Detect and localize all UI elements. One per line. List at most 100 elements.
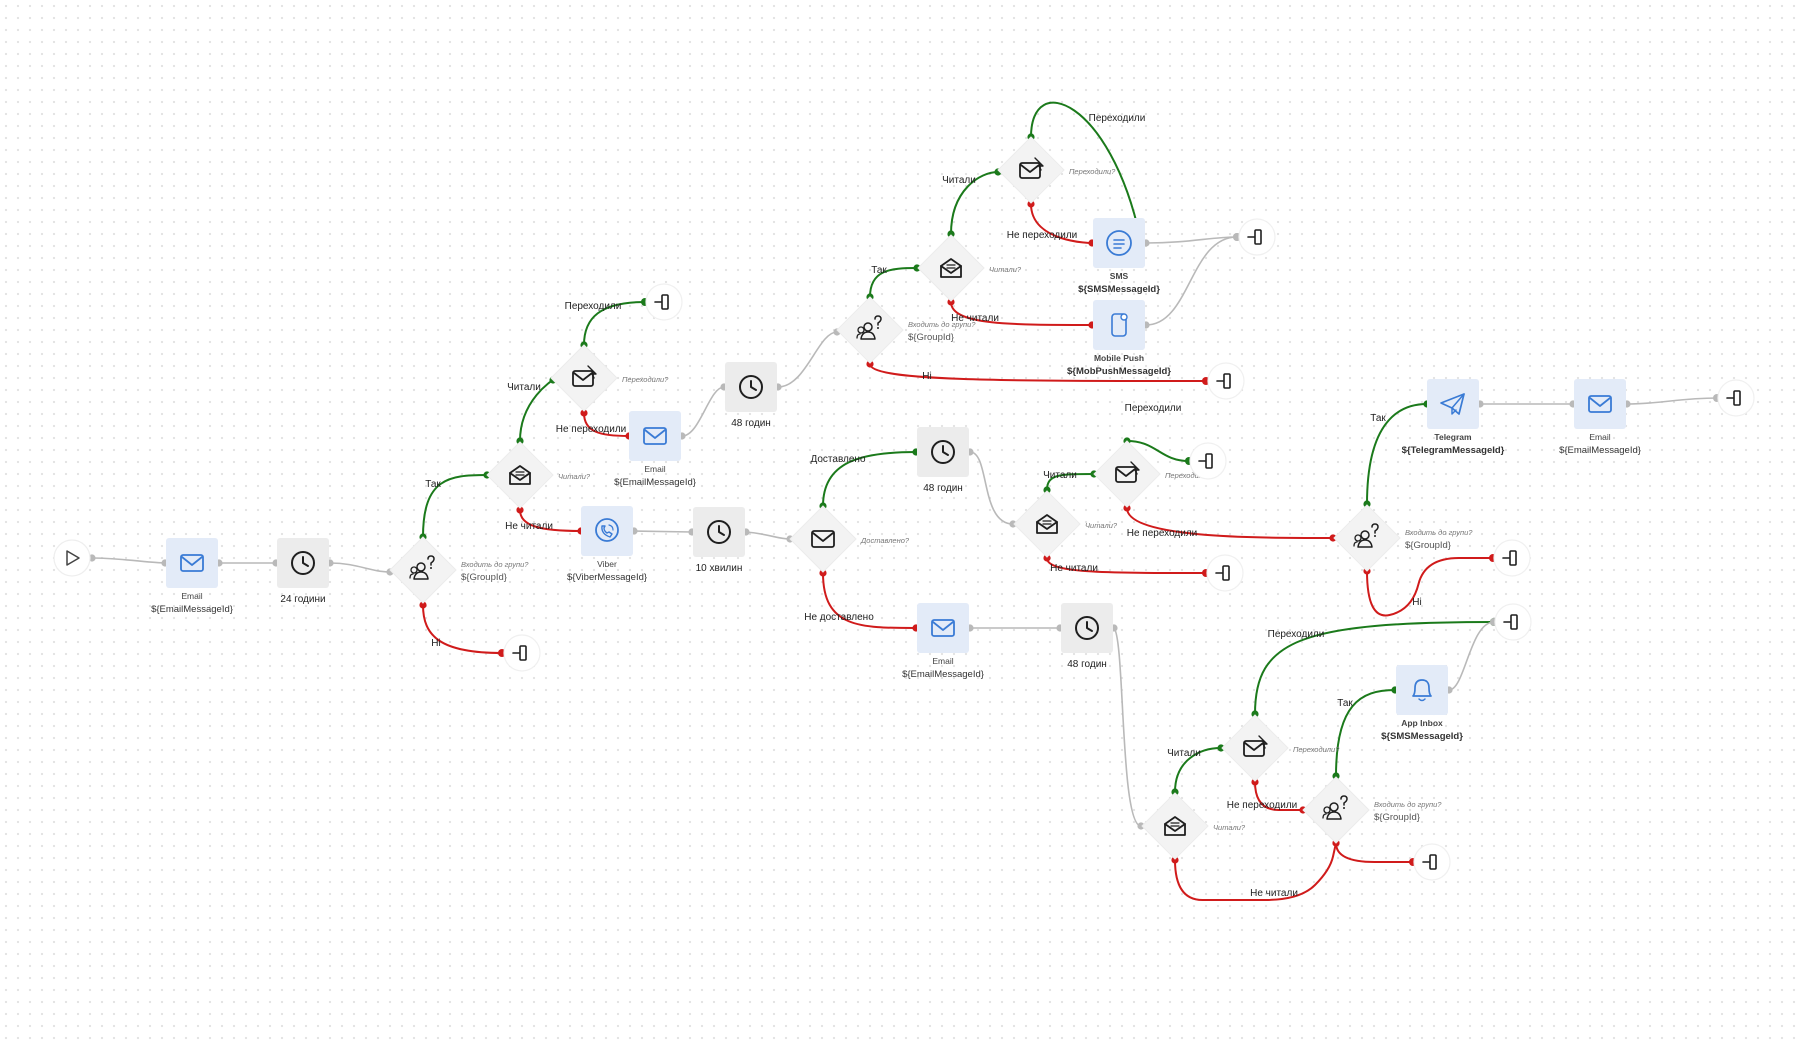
edge-w3-to-d1[interactable] [742, 528, 794, 543]
edge-w4-to-r3[interactable] [966, 448, 1017, 528]
node-channel-mp1[interactable]: Mobile Push${MobPushMessageId} [1067, 300, 1171, 377]
channel-node-box[interactable] [1396, 665, 1448, 715]
edge-start-port[interactable] [516, 437, 524, 445]
exit-node-circle[interactable] [1717, 379, 1755, 417]
edge-start-port[interactable] [947, 230, 955, 238]
node-wait-w1[interactable]: 24 години [277, 538, 329, 605]
edge-r2-to-c2[interactable] [947, 168, 1002, 238]
node-decision-r1[interactable]: Читали? [486, 441, 591, 509]
edge-end-port[interactable] [913, 264, 921, 272]
start-node-circle[interactable] [53, 539, 91, 577]
node-decision-d1[interactable]: Доставлено? [789, 505, 910, 573]
edge-start-port[interactable] [1123, 504, 1131, 512]
edge-end-port[interactable] [1217, 744, 1225, 752]
edge-r4-to-c4[interactable] [1171, 744, 1225, 796]
edge-g3-to-x7[interactable] [1363, 554, 1497, 617]
edge-e3-to-w5[interactable] [966, 624, 1064, 632]
node-wait-w3[interactable]: 10 хвилин [693, 507, 745, 574]
node-channel-tg1[interactable]: Telegram${TelegramMessageId} [1402, 379, 1505, 456]
node-decision-r2[interactable]: Читали? [917, 234, 1022, 302]
node-exit-x9[interactable] [1494, 603, 1532, 641]
decision-node-diamond[interactable] [789, 505, 857, 573]
edge-start-to-e1[interactable] [88, 554, 169, 567]
channel-node-box[interactable] [917, 603, 969, 653]
decision-node-diamond[interactable] [1093, 440, 1161, 508]
node-channel-e3[interactable]: Email${EmailMessageId} [902, 603, 984, 680]
edge-start-port[interactable] [947, 298, 955, 306]
exit-node-circle[interactable] [645, 283, 683, 321]
edge-start-port[interactable] [1171, 788, 1179, 796]
exit-node-circle[interactable] [503, 634, 541, 672]
edge-c3-to-g3[interactable] [1123, 504, 1337, 542]
node-decision-g1[interactable]: Входить до групи?${GroupId} [389, 536, 529, 604]
edge-e4-to-x8[interactable] [1623, 394, 1721, 408]
node-channel-sms1[interactable]: SMS${SMSMessageId} [1078, 218, 1160, 295]
node-decision-r4[interactable]: Читали? [1141, 792, 1246, 860]
channel-node-box[interactable] [1093, 218, 1145, 268]
exit-node-circle[interactable] [1207, 362, 1245, 400]
channel-node-box[interactable] [1093, 300, 1145, 350]
node-decision-c3[interactable]: Переходили? [1093, 440, 1212, 508]
edge-start-port[interactable] [1043, 554, 1051, 562]
edge-end-port[interactable] [1329, 534, 1337, 542]
edge-g2-to-r2[interactable] [866, 264, 921, 301]
channel-node-box[interactable] [581, 506, 633, 556]
edge-start-port[interactable] [1332, 772, 1340, 780]
node-exit-x3[interactable] [1238, 218, 1276, 256]
edge-g4-to-ai1[interactable] [1332, 686, 1399, 780]
node-channel-ai1[interactable]: App Inbox${SMSMessageId} [1381, 665, 1463, 742]
channel-node-box[interactable] [1574, 379, 1626, 429]
decision-node-diamond[interactable] [550, 344, 618, 412]
edge-start-port[interactable] [516, 506, 524, 514]
node-wait-w4[interactable]: 48 годин [917, 427, 969, 494]
node-channel-e2[interactable]: Email${EmailMessageId} [614, 411, 696, 488]
edge-w2-to-g2[interactable] [774, 328, 841, 391]
decision-node-diamond[interactable] [997, 136, 1065, 204]
edge-start-port[interactable] [580, 409, 588, 417]
node-start-start[interactable] [53, 539, 91, 577]
exit-node-circle[interactable] [1494, 603, 1532, 641]
channel-node-box[interactable] [1427, 379, 1479, 429]
node-channel-e1[interactable]: Email${EmailMessageId} [151, 538, 233, 615]
edge-tg1-to-e4[interactable] [1476, 400, 1577, 408]
exit-node-circle[interactable] [1413, 843, 1451, 881]
edge-g4-to-x10[interactable] [1332, 839, 1417, 866]
node-exit-x2[interactable] [645, 283, 683, 321]
edge-start-port[interactable] [819, 569, 827, 577]
node-exit-x7[interactable] [1493, 539, 1531, 577]
node-channel-v1[interactable]: Viber${ViberMessageId} [567, 506, 647, 583]
edge-e1-to-w1[interactable] [215, 559, 280, 567]
node-decision-r3[interactable]: Читали? [1013, 490, 1118, 558]
exit-node-circle[interactable] [1189, 442, 1227, 480]
node-wait-w5[interactable]: 48 годин [1061, 603, 1113, 670]
exit-node-circle[interactable] [1238, 218, 1276, 256]
edge-start-port[interactable] [1043, 486, 1051, 494]
edge-end-port[interactable] [1137, 822, 1145, 830]
node-exit-x4[interactable] [1207, 362, 1245, 400]
node-decision-g3[interactable]: Входить до групи?${GroupId} [1333, 504, 1473, 572]
edge-start-port[interactable] [1251, 778, 1259, 786]
edge-v1-to-w3[interactable] [630, 527, 696, 536]
channel-node-box[interactable] [166, 538, 218, 588]
edge-start-port[interactable] [1171, 856, 1179, 864]
edge-sms1-to-x3[interactable] [1142, 233, 1241, 247]
channel-node-box[interactable] [629, 411, 681, 461]
edge-start-port[interactable] [1251, 710, 1259, 718]
edge-start-port[interactable] [1363, 500, 1371, 508]
exit-node-circle[interactable] [1206, 554, 1244, 592]
node-exit-x8[interactable] [1717, 379, 1755, 417]
node-exit-x10[interactable] [1413, 843, 1451, 881]
node-channel-e4[interactable]: Email${EmailMessageId} [1559, 379, 1641, 456]
edge-start-port[interactable] [419, 601, 427, 609]
edge-start-port[interactable] [1027, 200, 1035, 208]
edge-end-port[interactable] [1009, 520, 1017, 528]
exit-node-circle[interactable] [1493, 539, 1531, 577]
edge-e2-to-w2[interactable] [678, 383, 728, 440]
node-exit-x1[interactable] [503, 634, 541, 672]
edge-w5-to-r4[interactable] [1110, 624, 1145, 830]
edge-ai1-to-x9[interactable] [1445, 618, 1498, 694]
edge-start-port[interactable] [866, 360, 874, 368]
node-decision-g2[interactable]: Входить до групи?${GroupId} [836, 296, 976, 364]
node-exit-x5[interactable] [1189, 442, 1227, 480]
